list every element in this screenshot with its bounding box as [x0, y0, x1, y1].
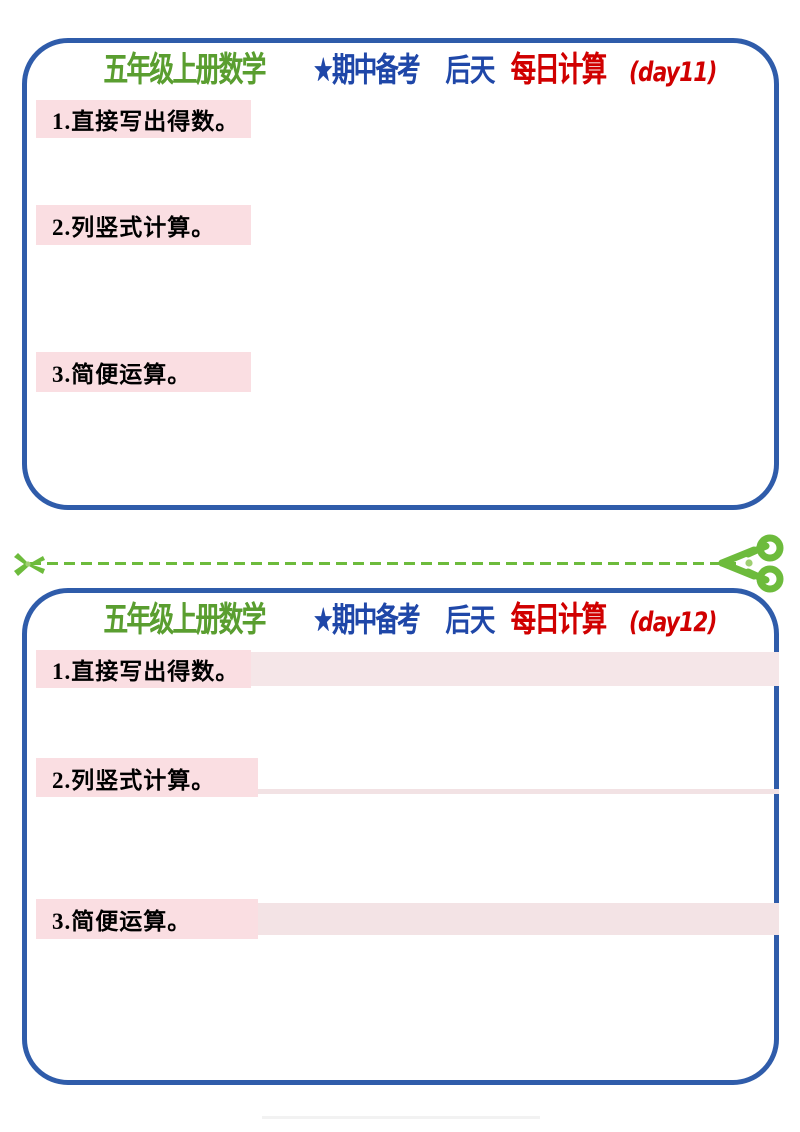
worksheet-frame-day12	[22, 588, 779, 1085]
section-label-day11-1: 1.直接写出得数。	[36, 100, 251, 138]
section-label-day12-3: 3.简便运算。	[36, 899, 258, 939]
worksheet-title-day11: 五年级上册数学 ★期中备考后天每日计算 (day11)	[0, 53, 800, 87]
title-part-exam: ★期中备考	[313, 50, 421, 89]
scissors-icon-left	[12, 550, 46, 578]
title-part-grade: 五年级上册数学	[103, 50, 267, 90]
answer-area-day12-2	[258, 789, 779, 794]
title-part-days: 后天	[445, 53, 495, 89]
title-part-dayno: (day12)	[628, 607, 717, 638]
title-part-exam: ★期中备考	[313, 600, 421, 639]
answer-area-day12-3	[258, 903, 779, 935]
answer-area-day12-1	[251, 652, 779, 686]
section-label-day12-1: 1.直接写出得数。	[36, 650, 251, 688]
title-part-daily: 每日计算	[510, 50, 607, 90]
cut-dashed-line	[30, 562, 736, 565]
page-bottom-artifact	[262, 1116, 540, 1119]
scissors-icon-right	[714, 532, 786, 594]
title-part-dayno: (day11)	[628, 57, 717, 88]
section-label-day12-2: 2.列竖式计算。	[36, 758, 258, 797]
title-part-days: 后天	[445, 603, 495, 639]
title-part-grade: 五年级上册数学	[103, 600, 267, 640]
worksheet-title-day12: 五年级上册数学 ★期中备考后天每日计算 (day12)	[0, 603, 800, 637]
section-label-day11-3: 3.简便运算。	[36, 352, 251, 392]
worksheet-frame-day11	[22, 38, 779, 510]
title-part-daily: 每日计算	[510, 600, 607, 640]
section-label-day11-2: 2.列竖式计算。	[36, 205, 251, 245]
